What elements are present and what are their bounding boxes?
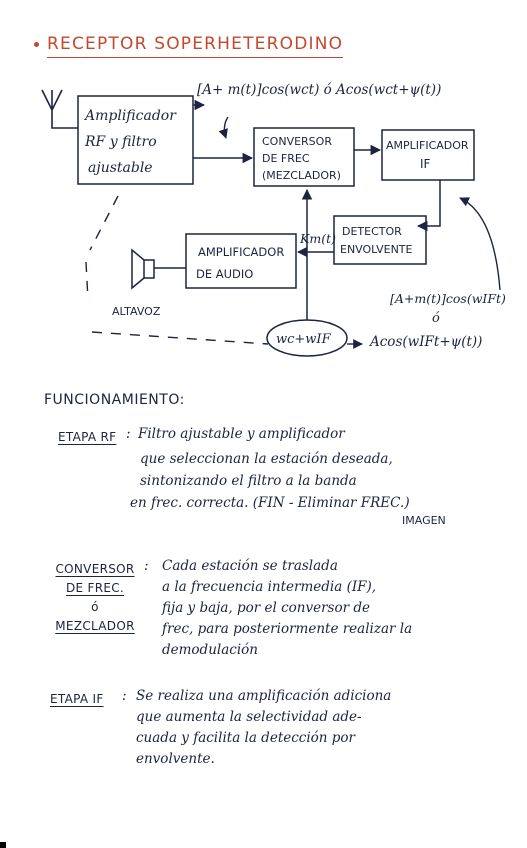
block-rf-amplifier: Amplificador RF y filtro ajustable — [77, 95, 194, 185]
stage-mixer-line-2: a la frecuencia intermedia (IF), — [162, 579, 377, 595]
stage-mixer-label-3: ó — [91, 600, 99, 614]
stage-mixer-label-1: CONVERSOR — [55, 562, 135, 576]
stage-rf-paren-close: ) — [404, 495, 410, 511]
stage-mixer-line-5: demodulación — [162, 642, 258, 658]
stage-rf-line-3: sintonizando el filtro a la banda — [140, 473, 357, 489]
signal-top-label: [A+ m(t)]cos(wct) ó Acos(wct+ψ(t)) — [197, 82, 441, 98]
stage-mixer-line-3: fija y baja, por el conversor de — [162, 600, 370, 616]
local-oscillator: wc+wIF — [266, 319, 348, 357]
stage-if-line-4: envolvente. — [136, 751, 215, 767]
stage-rf-colon: : — [126, 426, 131, 442]
title-row: RECEPTOR SOPERHETERODINO — [34, 34, 344, 58]
block-mixer-line-3: (MEZCLADOR) — [262, 169, 341, 182]
stage-if-text: Se realiza una amplificación adiciona qu… — [136, 686, 391, 770]
signal-if-label-2: Acos(wIFt+ψ(t)) — [368, 334, 482, 350]
stage-rf-line-1: Filtro ajustable y amplificador — [138, 426, 345, 442]
stage-mixer-colon: : — [144, 558, 149, 574]
block-detector-line-1: DETECTOR — [342, 225, 402, 238]
corner-mark — [0, 842, 6, 848]
if-to-detector-arrow — [416, 180, 441, 232]
km-label: Km(t) — [299, 231, 336, 246]
block-mixer: CONVERSOR DE FREC (MEZCLADOR) — [253, 127, 355, 187]
speaker-label: ALTAVOZ — [112, 305, 161, 318]
stage-if-line-2: que aumenta la selectividad ade- — [136, 709, 362, 725]
block-detector-line-2: ENVOLVENTE — [340, 243, 413, 256]
stage-if-label-wrap: ETAPA IF — [50, 689, 104, 710]
stage-rf-imagen: IMAGEN — [402, 514, 446, 527]
block-audio-line-2: DE AUDIO — [196, 267, 253, 281]
stage-rf: ETAPA RF : Filtro ajustable y amplificad… — [50, 424, 520, 544]
stage-if: ETAPA IF : Se realiza una amplificación … — [50, 686, 520, 786]
stage-if-line-1: Se realiza una amplificación adiciona — [136, 688, 392, 704]
stage-mixer-label-4: MEZCLADOR — [55, 619, 135, 633]
stage-mixer-label-2: DE FREC. — [65, 581, 125, 595]
block-audio-amplifier: AMPLIFICADOR DE AUDIO — [185, 233, 297, 289]
antenna-icon — [41, 89, 78, 129]
page-title: RECEPTOR SOPERHETERODINO — [47, 34, 344, 58]
section-heading: FUNCIONAMIENTO: — [44, 392, 185, 408]
block-rf-line-2: RF y filtro — [84, 134, 157, 150]
block-if-amplifier: AMPLIFICADOR IF — [381, 129, 475, 181]
stage-rf-label: ETAPA RF — [58, 430, 117, 444]
stage-rf-line-4: en frec. correcta. (FIN - Eliminar FREC.… — [130, 492, 446, 514]
stage-if-line-3: cuada y facilita la detección por — [136, 730, 356, 746]
signal-or-label: ó — [432, 311, 440, 326]
block-mixer-line-1: CONVERSOR — [262, 135, 332, 148]
stage-if-colon: : — [122, 688, 127, 704]
stage-rf-text: Filtro ajustable y amplificador — [138, 424, 345, 445]
block-mixer-line-2: DE FREC — [262, 152, 310, 165]
bullet-icon — [34, 41, 39, 47]
stage-mixer-text: Cada estación se traslada a la frecuenci… — [162, 556, 412, 661]
signal-if-label-1: [A+m(t)]cos(wIFt) — [390, 291, 506, 306]
stage-mixer-line-1: Cada estación se traslada — [162, 558, 338, 574]
stage-mixer-label-wrap: CONVERSOR DE FREC. ó MEZCLADOR — [50, 560, 140, 636]
stage-rf-text-rest: que seleccionan la estación deseada, sin… — [130, 448, 446, 528]
speaker-icon — [131, 248, 155, 290]
stage-rf-line-4-text: en frec. correcta. (FIN - Eliminar FREC. — [130, 495, 405, 511]
stage-mixer-line-4: frec, para posteriormente realizar la — [162, 621, 413, 637]
block-if-line-1: AMPLIFICADOR — [386, 139, 469, 152]
block-diagram: Amplificador RF y filtro ajustable [A+ m… — [41, 82, 506, 357]
stage-if-label: ETAPA IF — [50, 692, 104, 706]
block-rf-line-1: Amplificador — [83, 108, 177, 124]
if-signal-pointer-arrow — [459, 197, 501, 291]
block-if-line-2: IF — [420, 157, 431, 171]
oscillator-label: wc+wIF — [276, 332, 332, 347]
stage-mixer: CONVERSOR DE FREC. ó MEZCLADOR : Cada es… — [50, 556, 520, 676]
block-rf-line-3: ajustable — [88, 160, 153, 176]
stage-rf-label-wrap: ETAPA RF — [58, 427, 116, 448]
tuning-link-dashed — [85, 195, 269, 345]
signal-pointer-arrow — [218, 116, 229, 139]
block-audio-line-1: AMPLIFICADOR — [198, 245, 284, 259]
stage-rf-line-2: que seleccionan la estación deseada, — [140, 451, 393, 467]
block-envelope-detector: DETECTOR ENVOLVENTE — [333, 215, 427, 265]
